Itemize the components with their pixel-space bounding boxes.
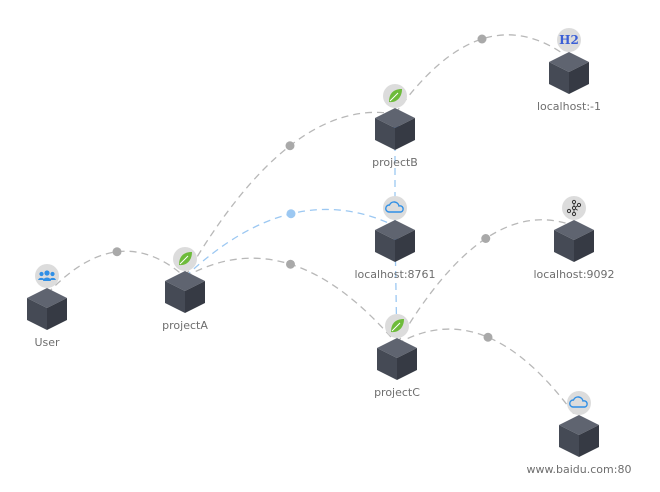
edge-projectB-h2db[interactable]: [394, 34, 570, 115]
node-label: User: [34, 336, 60, 349]
edge-midpoint-dot: [112, 247, 122, 257]
node-kafka[interactable]: localhost:9092: [533, 196, 615, 281]
cloud-icon: [567, 391, 591, 415]
edge-midpoint-dot: [483, 332, 493, 342]
node-cube-icon[interactable]: [165, 271, 205, 313]
node-cube-icon[interactable]: [375, 220, 415, 262]
node-projectA[interactable]: projectA: [162, 247, 208, 332]
kafka-icon: [562, 196, 586, 220]
cloud-icon: [383, 196, 407, 220]
spring-leaf-icon: [385, 314, 409, 338]
node-projectC[interactable]: projectC: [374, 314, 420, 399]
nodes-layer: User projectA projectB localhost:8761 projec…: [27, 28, 631, 476]
user-group-icon: [35, 264, 59, 288]
edge-midpoint-dot: [286, 209, 296, 219]
edge-midpoint-dot: [286, 259, 295, 269]
node-cube-icon[interactable]: [559, 415, 599, 457]
node-h2db[interactable]: H2 localhost:-1: [537, 28, 601, 113]
h2-database-icon: H2: [557, 28, 581, 52]
node-label: projectA: [162, 319, 208, 332]
edge-user-projectA[interactable]: [46, 250, 186, 295]
edge-midpoint-dot: [477, 34, 487, 44]
node-cube-icon[interactable]: [27, 288, 67, 330]
node-label: projectB: [372, 156, 418, 169]
edge-midpoint-dot: [285, 141, 295, 151]
edge-midpoint-dot: [481, 234, 491, 243]
node-cube-icon[interactable]: [377, 338, 417, 380]
node-user[interactable]: User: [27, 264, 67, 349]
node-localhost8761[interactable]: localhost:8761: [354, 196, 436, 281]
node-cube-icon[interactable]: [549, 52, 589, 94]
spring-leaf-icon: [173, 247, 197, 271]
node-projectB[interactable]: projectB: [372, 84, 418, 169]
node-label: localhost:9092: [533, 268, 614, 281]
h2-icon-text: H2: [559, 33, 579, 47]
spring-leaf-icon: [383, 84, 407, 108]
node-label: www.baidu.com:80: [527, 463, 632, 476]
node-cube-icon[interactable]: [375, 108, 415, 150]
node-label: localhost:-1: [537, 100, 601, 113]
node-label: projectC: [374, 386, 420, 399]
node-baidu[interactable]: www.baidu.com:80: [527, 391, 632, 476]
edges-layer: [46, 34, 580, 422]
edge-projectC-baidu[interactable]: [396, 328, 580, 422]
node-label: localhost:8761: [354, 268, 435, 281]
edge-projectA-projectB[interactable]: [184, 111, 396, 278]
node-cube-icon[interactable]: [554, 220, 594, 262]
